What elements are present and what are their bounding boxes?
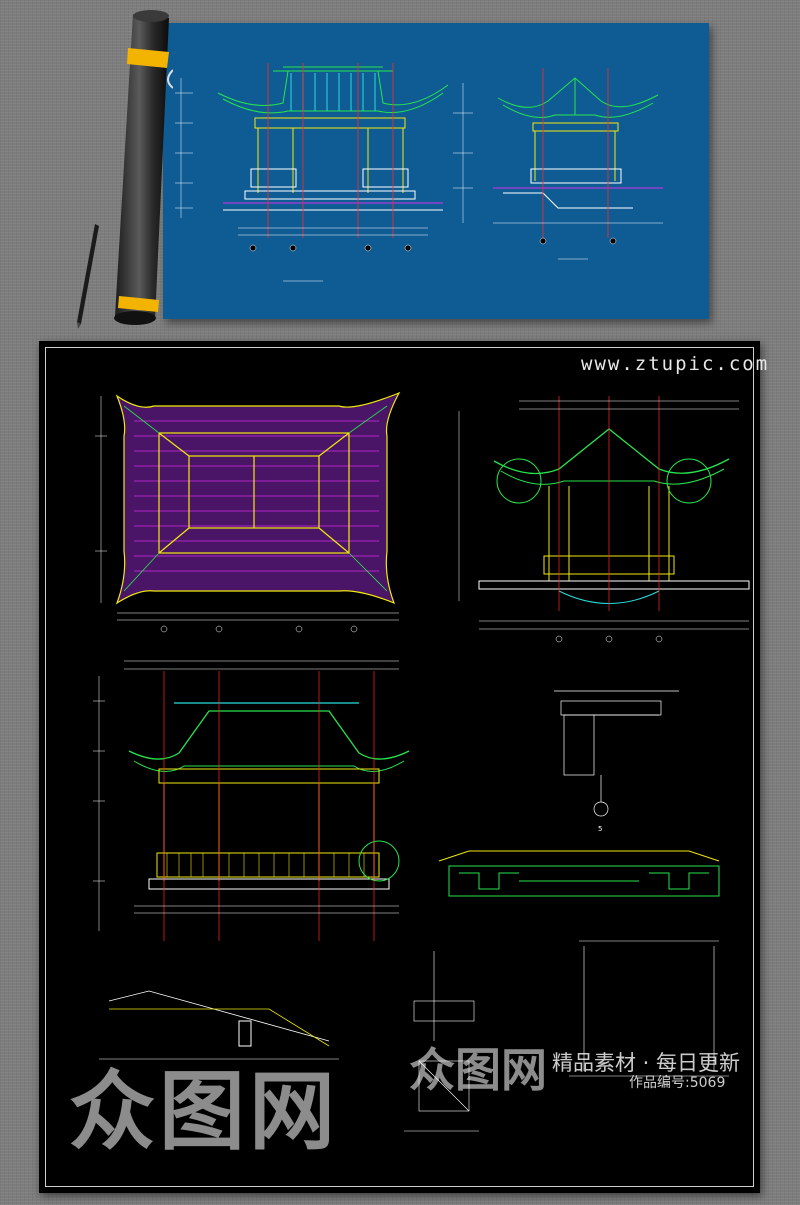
blue-blueprint-sheet [163,23,709,319]
detail-marker: 5 [598,825,602,833]
black-cad-sheet: 5 [39,341,767,1193]
roof-plan [95,391,401,633]
center-lines-left [267,63,394,238]
watermark-url: www.ztupic.com [581,353,770,375]
dimension-lines-right [453,83,663,260]
side-elevation-right [493,77,663,209]
scroll-roll [114,10,173,325]
cad-drawings: 5 [93,391,750,1132]
watermark-tagline: 精品素材 · 每日更新 [552,1051,741,1075]
railing-detail [438,850,720,897]
elevation-drawings-blue [175,63,663,282]
work-number: 作品编号:5069 [629,1075,726,1091]
eave-detail: 5 [554,690,679,833]
front-elevation [93,660,410,941]
drawing-frame [45,347,754,1187]
pen [77,224,99,329]
center-lines-right [542,68,609,238]
dimension-lines-left [175,78,428,282]
cross-section [458,396,750,643]
bottom-details [99,940,729,1132]
front-elevation-left [217,66,449,211]
watermark-brand-large: 众图网 [69,1062,339,1162]
watermark-brand-mid: 众图网 [409,1043,547,1097]
